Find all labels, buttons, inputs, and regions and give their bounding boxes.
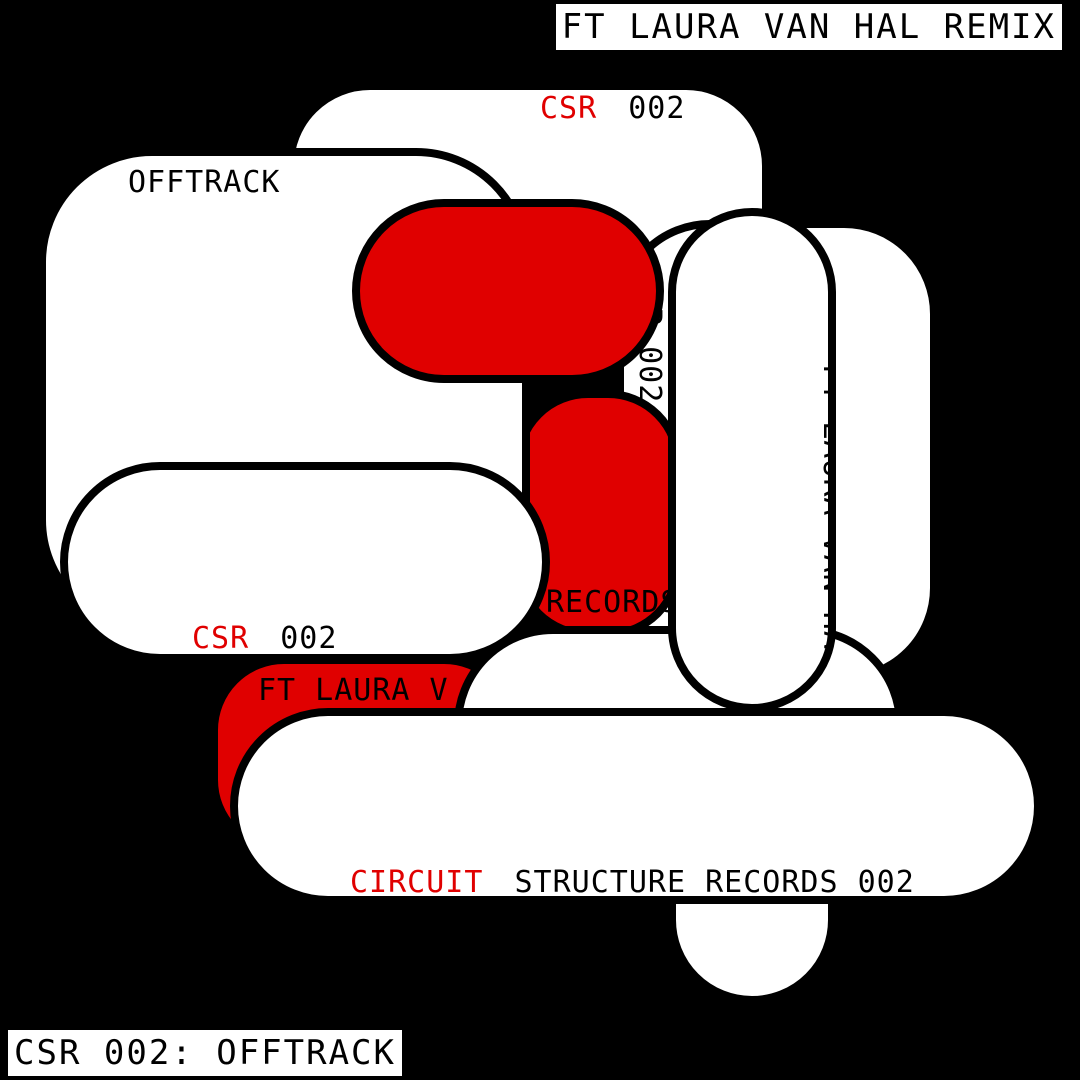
back-card-text: 002	[628, 91, 685, 126]
red-records-text: RECORDS	[546, 585, 679, 620]
front-pill-accent: CSR	[192, 621, 249, 656]
vertical-pill-text: FT LAURA VAN HAL REMIX	[816, 364, 851, 783]
svg-text:CIRCUIT STRUCTURE RECORDS: CIRCUIT STRUCTURE RECORDS 002	[350, 865, 915, 900]
vertical-pill	[668, 208, 836, 712]
left-card-title: OFFTRACK	[128, 165, 281, 200]
bottom-left-label: CSR 002: OFFTRACK	[8, 1030, 402, 1076]
back-card-accent: CSR	[540, 91, 597, 126]
top-right-label: FT LAURA VAN HAL REMIX	[555, 4, 1062, 50]
bottom-pill-text: STRUCTURE RECORDS 002	[515, 865, 915, 900]
red-ft-text: FT LAURA V	[258, 673, 449, 708]
svg-text:CSR 002: CSR 002	[192, 621, 337, 656]
red-pill	[352, 199, 664, 383]
svg-text:CSR 002: CSR 002	[540, 91, 685, 126]
front-pill-text: 002	[280, 621, 337, 656]
bottom-pill	[230, 708, 1042, 904]
bottom-pill-accent: CIRCUIT	[350, 865, 483, 900]
